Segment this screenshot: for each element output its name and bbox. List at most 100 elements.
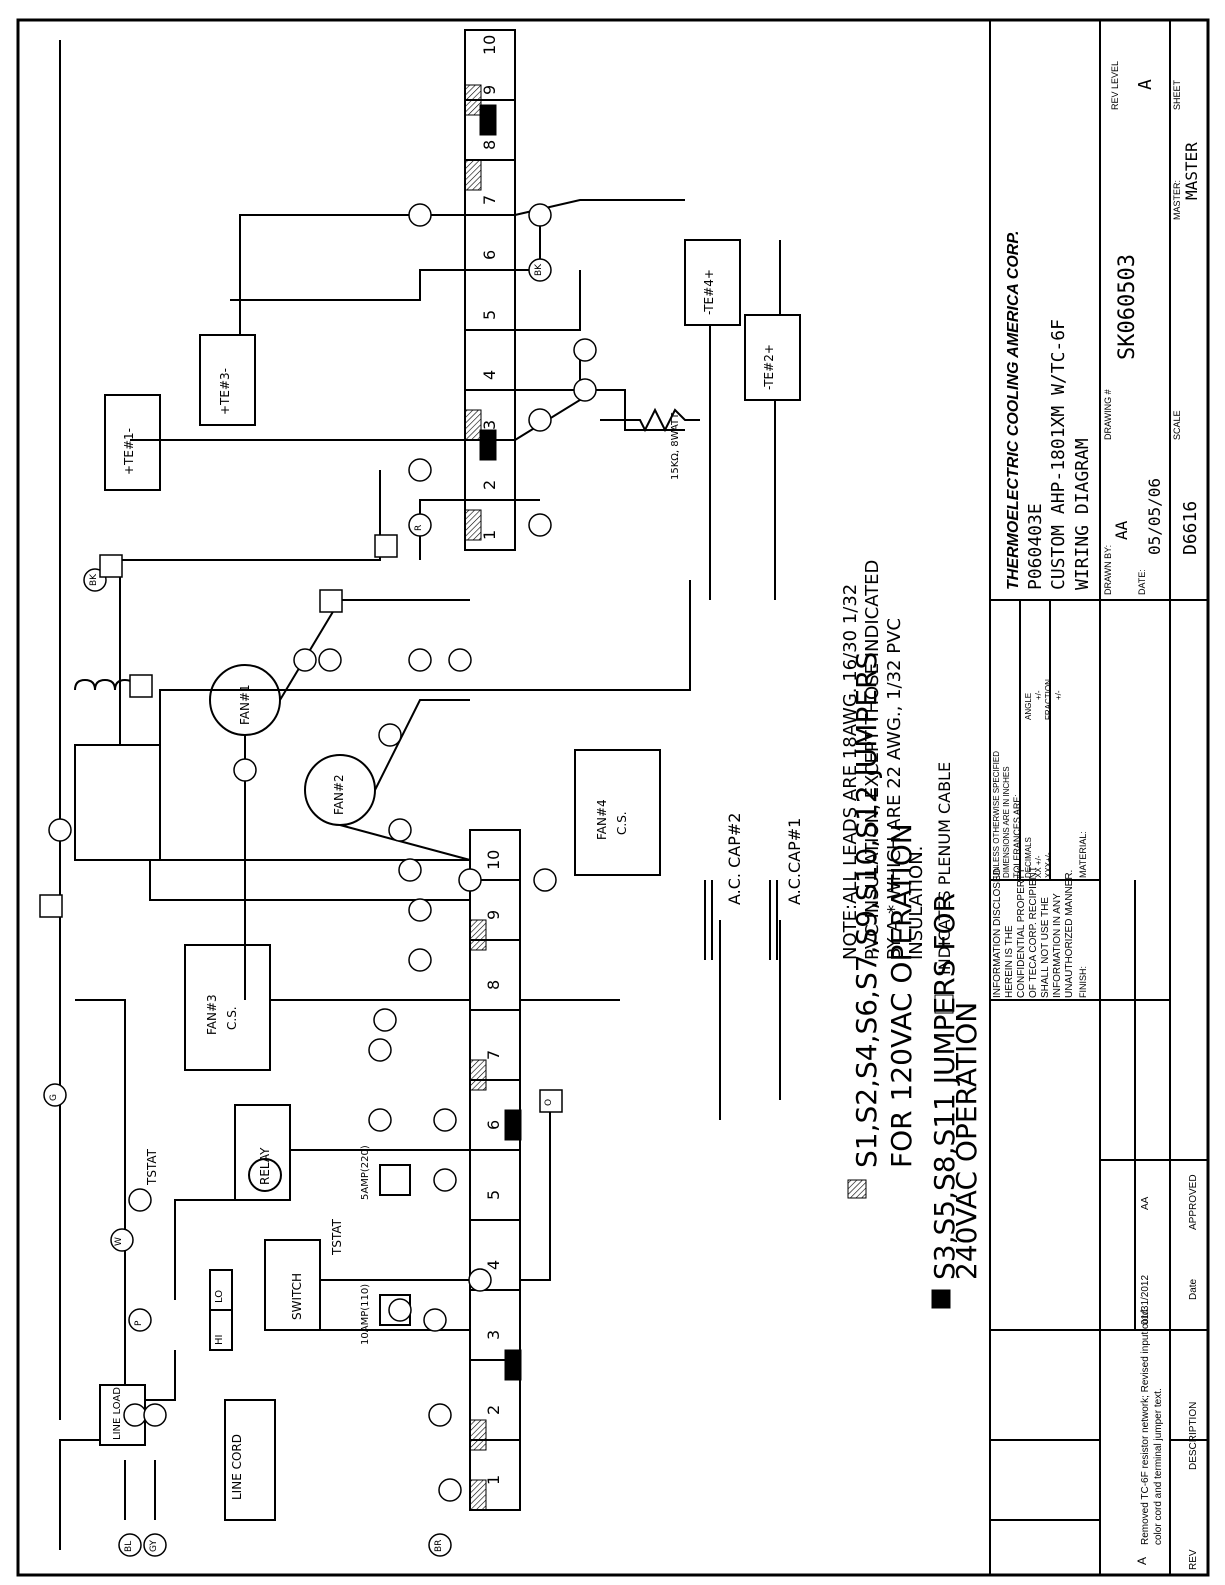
unless-2: DIMENSIONS ARE IN INCHES (1002, 766, 1011, 878)
relay-box (234, 1104, 291, 1201)
wire-tag-bl: BL (124, 1540, 134, 1552)
terminal-strip-upper (464, 29, 516, 551)
angle-label: ANGLE (1024, 692, 1033, 720)
jumper-s11 (479, 104, 497, 136)
label-te4: -TE#4+ (702, 269, 716, 315)
disclosure-2: HEREIN IS THE (1004, 925, 1015, 998)
terminal-lower-1: 1 (484, 1474, 503, 1485)
jumper-s8 (479, 429, 497, 461)
terminal-strip-lower (469, 829, 521, 1511)
label-fan3: FAN#3 (205, 994, 219, 1035)
jumper-s5 (504, 1109, 522, 1141)
date-label: DATE: (1137, 569, 1147, 595)
terminal-lower-4: 4 (484, 1259, 503, 1270)
terminal-upper-6: 6 (480, 249, 499, 260)
rev-approved: AA (1140, 1196, 1151, 1210)
terminal-lower-9: 9 (484, 909, 503, 920)
legend-solid-text2: 240VAC OPERATION (950, 1001, 983, 1280)
terminal-lower-2: 2 (484, 1404, 503, 1415)
disclosure-6: INFORMATION IN ANY (1052, 893, 1063, 998)
tolerances-label: TOLERANCES ARE: (1012, 794, 1022, 878)
fraction-label: FRACTION (1044, 679, 1053, 720)
scale-label: SCALE (1172, 410, 1182, 440)
terminal-lower-7: 7 (484, 1049, 503, 1060)
label-lo: LO (214, 1289, 225, 1303)
switch-box (264, 1239, 321, 1331)
label-relay: RELAY (258, 1147, 272, 1186)
terminal-lower-8: 8 (484, 979, 503, 990)
jumper-s2 (469, 1419, 487, 1451)
label-tstat2: TSTAT (330, 1219, 344, 1255)
te2-box (744, 314, 801, 401)
terminal-upper-1: 1 (480, 529, 499, 540)
rectifier-box (74, 744, 161, 861)
label-fan2: FAN#2 (332, 774, 346, 815)
wire-tag-p: P (134, 1320, 144, 1326)
jumper-s10 (464, 159, 482, 191)
sheet-border (16, 18, 1210, 1577)
disclosure-4: OF TECA CORP. RECIPIENT (1028, 866, 1039, 998)
label-fuse2: 5AMP(220) (360, 1145, 371, 1200)
rev-header-approved: APPROVED (1188, 1174, 1199, 1230)
label-fan1: FAN#1 (238, 684, 252, 725)
terminal-lower-6: 6 (484, 1119, 503, 1130)
wire-tag-br: BR (434, 1539, 444, 1552)
date-value: 05/05/06 (1145, 477, 1164, 555)
terminal-upper-9: 9 (480, 84, 499, 95)
drawing-title-1: CUSTOM AHP-1801XM W/TC-6F (1048, 319, 1069, 590)
legend-hatched-swatch (847, 1179, 867, 1199)
scale-value: D6616 (1180, 500, 1201, 555)
master-label: MASTER: (1172, 179, 1182, 220)
disclosure-7: UNAUTHORIZED MANNER. (1064, 869, 1075, 998)
note-plenum: INDICATES PLENUM CABLE (935, 761, 954, 975)
sheet-label: SHEET (1172, 79, 1182, 110)
fraction-pm: +/- (1054, 690, 1063, 700)
rev-description: Removed TC-6F resistor network; Revised … (1140, 1309, 1151, 1545)
fan4-box (574, 749, 661, 876)
jumper-s7 (464, 509, 482, 541)
terminal-upper-7: 7 (480, 194, 499, 205)
disclosure-3: CONFIDENTIAL PROPERTY (1016, 867, 1027, 998)
jumper-s6 (469, 919, 487, 951)
label-fan3-cs: C.S. (225, 1006, 239, 1030)
drawing-no-label: DRAWING # (1103, 389, 1113, 440)
jumper-s9 (464, 409, 482, 441)
label-line-cord: LINE CORD (230, 1434, 244, 1500)
wire-tag-bk2: BK (534, 263, 544, 276)
label-te2: -TE#2+ (762, 344, 776, 390)
drawn-by: AA (1112, 520, 1131, 540)
label-resistor: 15KΩ, 8WATT (670, 412, 681, 480)
rev-header-desc: DESCRIPTION (1188, 1401, 1199, 1470)
label-te1: +TE#1- (122, 428, 136, 475)
wire-tag-gy: GY (149, 1539, 159, 1552)
label-tstat: TSTAT (145, 1149, 159, 1185)
decimals-label: DECIMALS (1024, 837, 1033, 878)
rev-date: 01/31/2012 (1140, 1274, 1151, 1325)
line-cord-box (224, 1399, 276, 1521)
label-fan4-cs: C.S. (615, 811, 629, 835)
te1-box (104, 394, 161, 491)
label-cap1: A.C.CAP#1 (785, 817, 804, 905)
label-te3: +TE#3- (218, 368, 232, 415)
xxx-label: XXX+/- (1044, 852, 1053, 878)
xx-label: XX +/- (1034, 855, 1043, 878)
rev-description-2: color cord and terminal jumper text. (1153, 1388, 1164, 1545)
angle-pm: +/- (1034, 690, 1043, 700)
te4-box (684, 239, 741, 326)
label-fan4: FAN#4 (595, 799, 609, 840)
legend-plenum-swatch (934, 994, 954, 1014)
finish-label: FINISH: (1078, 965, 1088, 998)
label-cap2: A.C. CAP#2 (725, 812, 744, 905)
jumper-s12 (464, 84, 482, 116)
terminal-upper-10: 10 (480, 34, 499, 55)
disclosure-1: INFORMATION DISCLOSED (992, 868, 1003, 998)
terminal-upper-3: 3 (480, 419, 499, 430)
note-line3: BY A * WHICH ARE 22 AWG., 1/32 PVC (884, 618, 905, 960)
drawing-number: SK060503 (1115, 254, 1140, 360)
label-fuse1: 10AMP(110) (360, 1283, 371, 1345)
wire-tag-g: G (49, 1094, 59, 1101)
disclosure-5: SHALL NOT USE THE (1040, 897, 1051, 998)
note-line4: INSULATION. (906, 845, 927, 960)
